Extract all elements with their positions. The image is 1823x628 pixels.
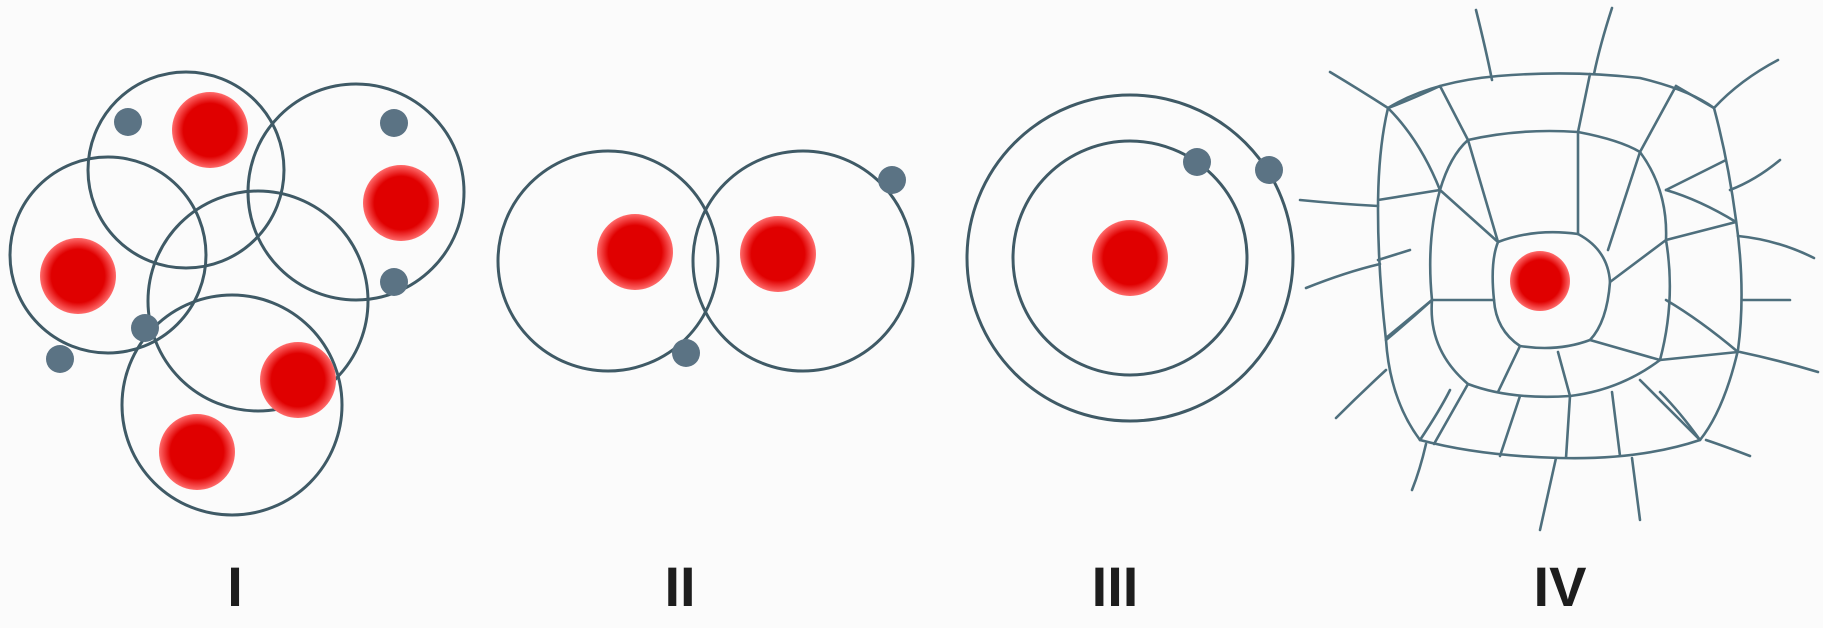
- panel-label-iv: IV: [1534, 555, 1587, 618]
- panel-iii: [967, 95, 1293, 421]
- nucleus: [159, 414, 235, 490]
- electron: [114, 108, 142, 136]
- panel-ii: [498, 151, 913, 371]
- nucleus: [1510, 251, 1570, 311]
- nucleus: [40, 238, 116, 314]
- nucleus: [740, 216, 816, 292]
- electron: [672, 339, 700, 367]
- electron: [46, 345, 74, 373]
- electron: [1255, 156, 1283, 184]
- panel-label-iii: III: [1092, 555, 1139, 618]
- panel-iv: [1300, 8, 1818, 530]
- nucleus: [172, 92, 248, 168]
- nucleus: [260, 342, 336, 418]
- panel-label-i: I: [227, 555, 243, 618]
- nucleus: [597, 214, 673, 290]
- nucleus: [1092, 220, 1168, 296]
- electron: [878, 166, 906, 194]
- electron: [1183, 148, 1211, 176]
- panel-i: [10, 72, 464, 515]
- panel-label-ii: II: [664, 555, 695, 618]
- electron: [131, 314, 159, 342]
- electron: [380, 109, 408, 137]
- nucleus: [363, 165, 439, 241]
- electron: [380, 268, 408, 296]
